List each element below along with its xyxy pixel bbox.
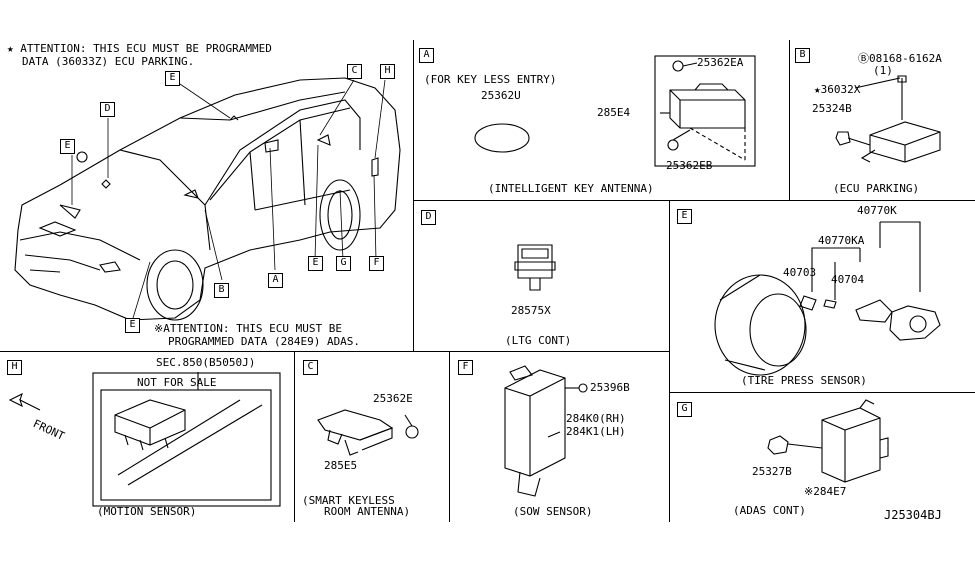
part-40770ka: 40770KA [818,234,865,247]
panel-b-art [835,75,941,163]
callout-c[interactable]: C [347,64,362,79]
part-285e4: 285E4 [597,106,631,119]
divider-v-main [413,40,414,351]
part-08168-6162a: Ⓑ08168-6162A [858,52,942,65]
part-25324b: 25324B [812,102,852,115]
part-25362u: 25362U [481,89,521,102]
divider-v-cf [449,351,450,522]
vehicle-illustration [14,77,401,321]
not-for-sale: NOT FOR SALE [137,376,217,389]
callout-e[interactable]: E [165,71,180,86]
panel-e-label: E [677,209,692,224]
panel-f-caption: (SOW SENSOR) [513,505,593,518]
panel-c-label: C [303,360,318,375]
part-40703: 40703 [783,266,817,279]
divider-v-ab [789,40,790,201]
part-40704: 40704 [831,273,865,286]
panel-e-caption: (TIRE PRESS SENSOR) [741,374,867,387]
attention-note-bottom-line1: ※ATTENTION: THIS ECU MUST BE [154,322,343,335]
callout-g[interactable]: G [336,256,351,271]
part-25362eb: 25362EB [666,159,713,172]
section-reference: SEC.850(B5050J) [156,356,256,369]
callout-e[interactable]: E [125,318,140,333]
panel-d-caption: (LTG CONT) [505,334,572,347]
panel-b-label: B [795,48,810,63]
divider-v-de [669,200,670,522]
callout-e[interactable]: E [308,256,323,271]
panel-f-art [504,365,588,497]
callout-a[interactable]: A [268,273,283,288]
part-285e5: 285E5 [324,459,358,472]
panel-a-caption: (INTELLIGENT KEY ANTENNA) [488,182,654,195]
part-qty: (1) [873,64,893,77]
panel-b-caption: (ECU PARKING) [833,182,920,195]
divider-h-mid [0,351,669,352]
attention-note-top-line2: DATA (36033Z) ECU PARKING. [22,55,195,68]
panel-c-caption-line1: (SMART KEYLESS [302,494,395,507]
part-284k0-rh: 284K0(RH) [566,412,626,425]
panel-g-caption: (ADAS CONT) [733,504,806,517]
part-36032x: ★36032X [814,83,861,96]
divider-h-top [413,200,975,201]
diagram-code: J25304BJ [884,508,942,522]
attention-note-top-line1: ★ ATTENTION: THIS ECU MUST BE PROGRAMMED [7,42,272,55]
panel-a-label: A [419,48,434,63]
panel-h-caption: (MOTION SENSOR) [97,505,197,518]
panel-f-label: F [458,360,473,375]
part-25362ea: 25362EA [697,56,744,69]
panel-a-art [474,55,756,167]
panel-h-art [8,372,281,507]
callout-h[interactable]: H [380,64,395,79]
callout-f[interactable]: F [369,256,384,271]
panel-h-label: H [7,360,22,375]
panel-g-art [767,399,889,483]
attention-note-bottom-line2: PROGRAMMED DATA (284E9) ADAS. [168,335,361,348]
panel-c-caption-line2: ROOM ANTENNA) [324,505,411,518]
panel-d-art [514,244,556,291]
part-25362e: 25362E [373,392,413,405]
divider-h-eg [669,392,975,393]
part-284k1-lh: 284K1(LH) [566,425,626,438]
panel-e-art [714,221,941,376]
panel-g-label: G [677,402,692,417]
panel-d-label: D [421,210,436,225]
part-28575x: 28575X [511,304,551,317]
callout-b[interactable]: B [214,283,229,298]
part-25327b: 25327B [752,465,792,478]
callout-leaders [71,79,386,319]
panel-a-note: (FOR KEY LESS ENTRY) [424,73,557,86]
callout-e[interactable]: E [60,139,75,154]
callout-d[interactable]: D [100,102,115,117]
divider-v-hc [294,351,295,522]
panel-c-art [317,409,419,456]
part-40770k: 40770K [857,204,897,217]
part-284e7: ※284E7 [804,485,847,498]
part-25396b: 25396B [590,381,630,394]
